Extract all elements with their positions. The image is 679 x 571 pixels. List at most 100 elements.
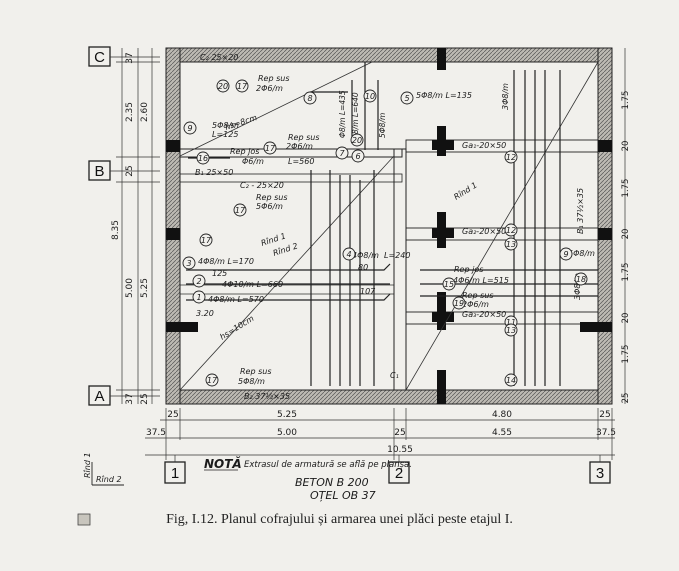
note-beton: BETON B 200 bbox=[295, 476, 369, 489]
dim-b2-375b: 37.5 bbox=[596, 428, 616, 438]
dim-37-a: 37 bbox=[125, 393, 135, 404]
label-rep-sus-1: Rep sus bbox=[258, 74, 290, 83]
label-bar-16: Φ6/m bbox=[242, 157, 264, 166]
label-rep-sus-19: Rep sus bbox=[462, 291, 494, 300]
position-marker-circle bbox=[400, 91, 414, 105]
position-marker-label: 12 bbox=[506, 226, 516, 235]
dim-b2-500: 5.00 bbox=[277, 428, 297, 438]
label-rep-sus-1b: 2Φ6/m bbox=[256, 84, 283, 93]
axis-label-2: 2 bbox=[395, 465, 403, 482]
label-dim-125: 125 bbox=[212, 269, 227, 278]
position-marker-label: 4 bbox=[346, 250, 351, 259]
position-marker-circle bbox=[216, 79, 230, 93]
label-b1: B₁ 25×50 bbox=[195, 168, 233, 177]
corner-mark-icon bbox=[77, 513, 91, 526]
dim-r-20-2: 20 bbox=[621, 229, 631, 240]
note-title: NOTĂ bbox=[204, 456, 242, 471]
position-marker-circle bbox=[205, 373, 219, 387]
left-bay-annotations: C₂ 25×20 Rep sus 2Φ6/m Rep sus 2Φ6/m 5Φ8… bbox=[195, 53, 410, 401]
dim-b1-525: 5.25 bbox=[277, 410, 297, 420]
dim-total-1055: 10.55 bbox=[387, 445, 413, 455]
position-marker-label: 3 bbox=[186, 259, 191, 268]
position-marker-label: 13 bbox=[506, 326, 516, 335]
label-rind2: Rînd 2 bbox=[272, 241, 299, 257]
label-bar-9b: L=125 bbox=[212, 130, 238, 139]
position-marker-label: 11 bbox=[506, 318, 516, 327]
position-marker-label: 16 bbox=[198, 154, 208, 163]
position-marker-label: 14 bbox=[506, 376, 516, 385]
position-marker-circle bbox=[350, 133, 364, 147]
grid-axis-3: 3 bbox=[589, 461, 611, 484]
dim-r-175-4: 1.75 bbox=[621, 345, 631, 364]
right-dimension-labels: 1.75 20 1.75 20 1.75 20 1.75 25 bbox=[621, 91, 631, 404]
dim-r-175-1: 1.75 bbox=[621, 91, 631, 110]
position-marker-label: 18 bbox=[576, 275, 586, 284]
label-dim-320: 3.20 bbox=[196, 309, 214, 318]
position-marker-circle bbox=[504, 373, 518, 387]
label-rep-sus-2b: 2Φ6/m bbox=[286, 142, 313, 151]
position-marker-label: 8 bbox=[307, 94, 312, 103]
note-otel: OȚEL OB 37 bbox=[310, 489, 376, 502]
left-dimension-lines bbox=[116, 48, 160, 404]
label-rep-sus-19b: 2Φ6/m bbox=[462, 300, 489, 309]
position-marker-circle bbox=[342, 247, 356, 261]
position-marker-circle bbox=[183, 121, 197, 135]
label-bar-4: 4Φ8/m bbox=[352, 251, 379, 260]
position-marker-label: 17 bbox=[237, 82, 248, 91]
label-c2-top: C₂ 25×20 bbox=[200, 53, 238, 62]
position-marker-circle bbox=[363, 89, 377, 103]
label-b1-r: B₁ 37½×35 bbox=[576, 188, 585, 234]
note-text: Extrasul de armatură se află pe planșa. bbox=[244, 460, 412, 470]
vertical-bar-annotations: Φ8/m L=435 Φ8/m L=640 5Φ8/m bbox=[338, 90, 387, 140]
position-marker-label: 1 bbox=[196, 293, 201, 302]
label-ga2: Ga₂-20×50 bbox=[462, 227, 506, 236]
label-rep-sus-botb: 5Φ8/m bbox=[238, 377, 265, 386]
label-bar-18: 3Φ8/m bbox=[573, 273, 582, 300]
rebar-lines bbox=[186, 62, 598, 386]
label-rep-sus-bot: Rep sus bbox=[240, 367, 272, 376]
dim-b1-25a: 25 bbox=[167, 410, 178, 420]
position-marker-label: 17 bbox=[201, 236, 212, 245]
label-bar-5: 5Φ8/m L=135 bbox=[416, 91, 472, 100]
label-bar-9: 5Φ8/m bbox=[212, 121, 239, 130]
dim-500: 5.00 bbox=[125, 278, 135, 298]
position-marker-circle bbox=[192, 274, 206, 288]
position-marker-circle bbox=[199, 233, 213, 247]
label-rep-sus-3: Rep sus bbox=[256, 193, 288, 202]
dim-b1-25b: 25 bbox=[599, 410, 610, 420]
dim-r-25: 25 bbox=[621, 393, 631, 404]
axis-label-a: A bbox=[94, 388, 104, 405]
dim-25-a: 25 bbox=[140, 393, 150, 404]
label-rind1-r: Rînd 1 bbox=[452, 181, 478, 202]
label-bar-14: 3Φ8/m bbox=[501, 83, 510, 110]
position-marker-label: 19 bbox=[454, 299, 464, 308]
position-marker-label: 6 bbox=[355, 152, 360, 161]
label-hs-left: hs=10cm bbox=[218, 314, 255, 342]
position-marker-circle bbox=[192, 290, 206, 304]
label-dim-107: 107 bbox=[360, 287, 376, 296]
label-rep-jos2: Rep jos bbox=[454, 265, 483, 274]
position-marker-circle bbox=[182, 256, 196, 270]
bottom-dimension-labels: 25 5.25 4.80 25 37.5 5.00 25 4.55 37.5 1… bbox=[146, 410, 616, 455]
position-marker-circle bbox=[504, 237, 518, 251]
label-dim-80: 80 bbox=[358, 263, 368, 272]
position-marker-circle bbox=[442, 277, 456, 291]
position-marker-circle bbox=[235, 79, 249, 93]
label-bar-1: 4Φ8/m L=570 bbox=[208, 295, 264, 304]
label-ga1: Ga₁-20×50 bbox=[462, 141, 506, 150]
label-bar-7: Φ8/m L=435 bbox=[338, 90, 347, 138]
label-bar-3: 4Φ8/m L=170 bbox=[198, 257, 254, 266]
label-bar-6: Φ8/m L=640 bbox=[351, 92, 360, 140]
side-rind1: Rînd 1 bbox=[83, 452, 92, 478]
label-bar-15: 4Φ6/m L=515 bbox=[453, 276, 509, 285]
position-marker-label: 9 bbox=[187, 124, 192, 133]
position-marker-circle bbox=[335, 146, 349, 160]
position-marker-circle bbox=[351, 149, 365, 163]
position-marker-circle bbox=[559, 247, 573, 261]
label-c2-mid: C₂ - 25×20 bbox=[240, 181, 284, 190]
position-marker-label: 5 bbox=[404, 94, 409, 103]
axis-label-b: B bbox=[94, 163, 104, 180]
position-marker-label: 2 bbox=[196, 277, 201, 286]
perimeter-beams bbox=[165, 47, 613, 405]
